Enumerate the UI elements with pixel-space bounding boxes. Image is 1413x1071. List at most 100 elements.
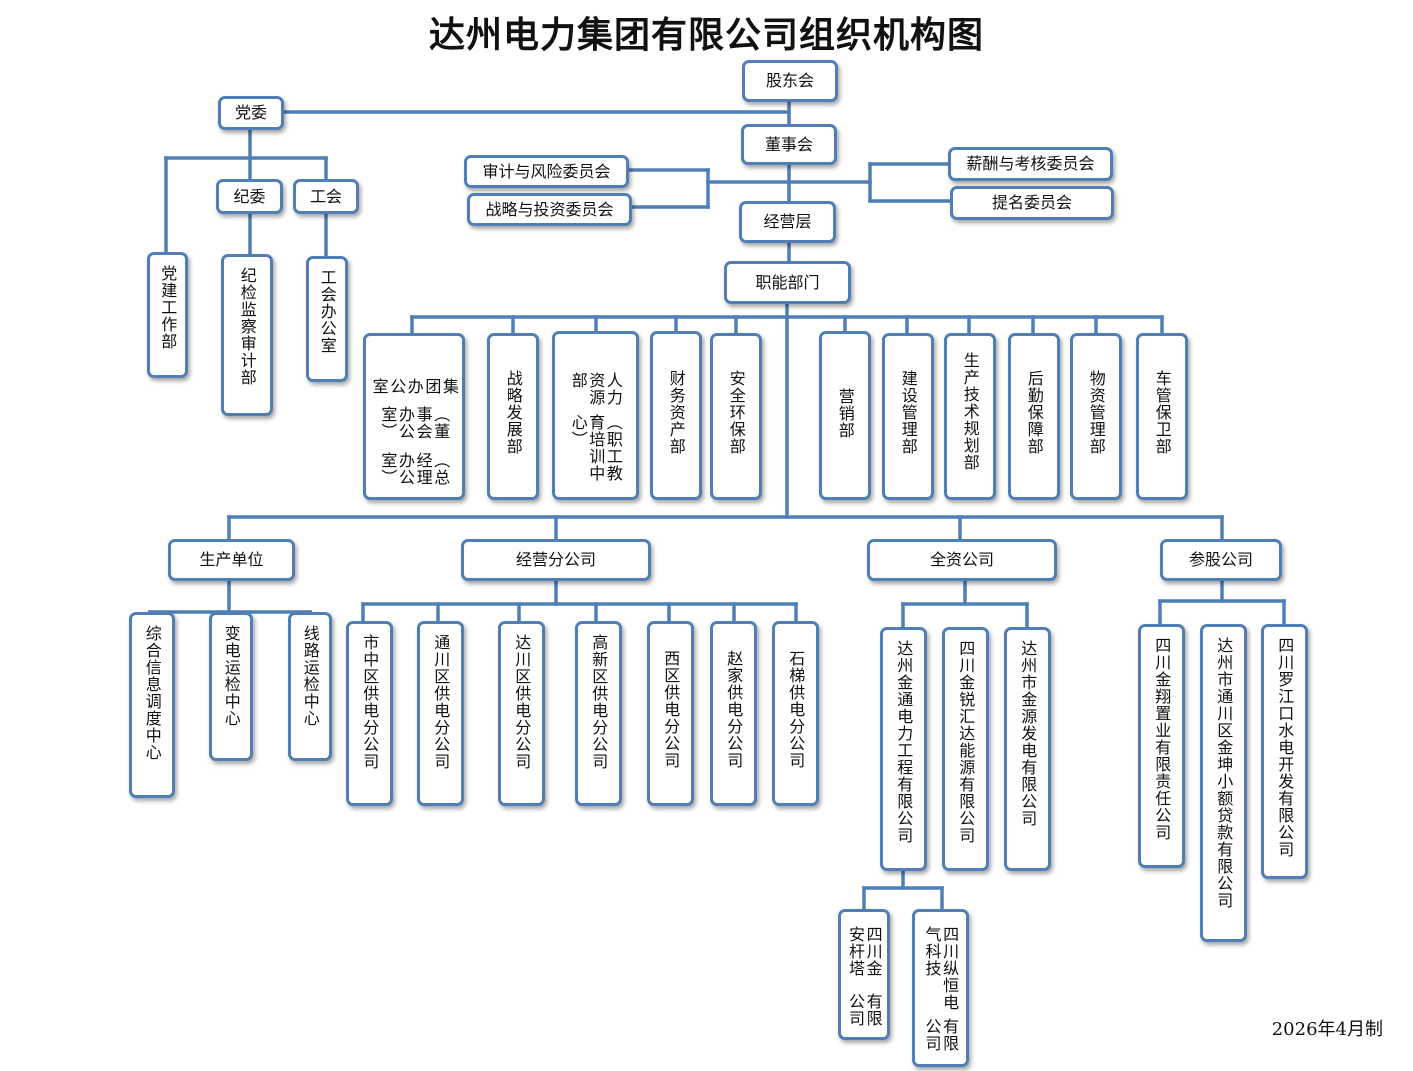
functional-departments-box: 职能部门 [724, 261, 851, 304]
zongheng-company-label-b: 有限公司 [922, 1018, 960, 1052]
footer-date: 2026年4月制 [1271, 1019, 1383, 1040]
jinrui-company-label: 四川金锐汇达能源有限公司 [956, 640, 976, 844]
operating-branches-box: 经营分公司 [461, 539, 651, 581]
discipline-committee-label: 纪委 [233, 186, 266, 206]
party-building-dept-box: 党建工作部 [147, 252, 188, 378]
strategy-investment-committee-label: 战略与投资委员会 [485, 199, 614, 219]
strategy-dept-label: 战略发展部 [503, 370, 523, 455]
shizhong-branch-box: 市中区供电分公司 [346, 621, 393, 806]
discipline-audit-dept-box: 纪检监察审计部 [221, 254, 273, 416]
jinan-company-label-b: 有限公司 [846, 992, 883, 1027]
luojiang-company-box: 四川罗江口水电开发有限公司 [1261, 624, 1308, 879]
union-office-box: 工会办公室 [306, 256, 348, 382]
operating-branches-label: 经营分公司 [515, 550, 596, 570]
dachuan-branch-box: 达川区供电分公司 [498, 621, 545, 806]
compensation-committee-label: 薪酬与考核委员会 [966, 154, 1095, 174]
management-label: 经营层 [763, 212, 812, 232]
jinrui-company-box: 四川金锐汇达能源有限公司 [942, 627, 989, 871]
board-office-label: （董事会办公室） [378, 406, 451, 441]
trade-union-box: 工会 [293, 179, 359, 214]
kunxiao-company-box: 达州市通川区金坤小额贷款有限公司 [1200, 624, 1247, 942]
line-center-label: 线路运检中心 [300, 625, 320, 727]
shareholders-meeting-box: 股东会 [742, 60, 838, 102]
vehicle-security-dept-box: 车管保卫部 [1136, 333, 1188, 500]
xiqu-branch-label: 西区供电分公司 [661, 650, 681, 769]
finance-dept-box: 财务资产部 [650, 331, 702, 500]
marketing-dept-label: 营销部 [835, 388, 855, 439]
party-committee-label: 党委 [234, 103, 267, 123]
wholly-owned-companies-label: 全资公司 [929, 550, 994, 570]
gm-office-label: （总经理办公室） [378, 451, 451, 486]
board-of-directors-box: 董事会 [741, 124, 837, 165]
safety-dept-box: 安全环保部 [710, 333, 762, 500]
wholly-owned-companies-box: 全资公司 [867, 539, 1057, 581]
jinan-company-box: 四川金安杆塔 有限公司 [838, 909, 890, 1040]
substation-center-box: 变电运检中心 [209, 612, 253, 761]
compensation-committee-box: 薪酬与考核委员会 [948, 147, 1113, 181]
hr-dept-box: 人力资源部 （职工教育培训中心） [552, 331, 639, 500]
construction-dept-label: 建设管理部 [898, 370, 918, 455]
tongchuan-branch-label: 通川区供电分公司 [431, 634, 451, 770]
production-units-label: 生产单位 [199, 550, 264, 570]
trade-union-label: 工会 [309, 186, 342, 206]
party-building-dept-label: 党建工作部 [158, 265, 178, 350]
nomination-committee-label: 提名委员会 [991, 193, 1072, 213]
jintong-company-box: 达州金通电力工程有限公司 [880, 627, 927, 871]
audit-risk-committee-label: 审计与风险委员会 [482, 161, 611, 181]
jinxiang-company-box: 四川金翔置业有限责任公司 [1138, 624, 1185, 868]
discipline-committee-box: 纪委 [216, 179, 283, 214]
strategy-investment-committee-box: 战略与投资委员会 [467, 193, 632, 226]
line-center-box: 线路运检中心 [288, 612, 332, 761]
union-office-label: 工会办公室 [317, 269, 337, 354]
materials-dept-box: 物资管理部 [1070, 333, 1122, 500]
finance-dept-label: 财务资产部 [666, 370, 686, 455]
logistics-dept-box: 后勤保障部 [1008, 333, 1060, 500]
production-planning-dept-label: 生产技术规划部 [960, 352, 980, 471]
marketing-dept-box: 营销部 [819, 331, 871, 500]
kunxiao-company-label: 达州市通川区金坤小额贷款有限公司 [1214, 637, 1234, 909]
tongchuan-branch-box: 通川区供电分公司 [417, 621, 464, 806]
substation-center-label: 变电运检中心 [221, 625, 241, 727]
strategy-dept-box: 战略发展部 [487, 333, 539, 500]
management-box: 经营层 [739, 201, 836, 243]
dispatch-center-label: 综合信息调度中心 [142, 625, 162, 761]
nomination-committee-box: 提名委员会 [950, 186, 1114, 220]
xiqu-branch-box: 西区供电分公司 [647, 621, 694, 806]
party-committee-box: 党委 [218, 96, 284, 130]
shiti-branch-label: 石梯供电分公司 [786, 650, 806, 769]
dachuan-branch-label: 达川区供电分公司 [512, 634, 532, 770]
jinan-company-label-a: 四川金安杆塔 [846, 926, 883, 977]
board-of-directors-label: 董事会 [764, 134, 813, 154]
hr-dept-label: 人力资源部 [568, 372, 623, 406]
audit-risk-committee-box: 审计与风险委员会 [464, 155, 629, 188]
jinyuan-company-box: 达州市金源发电有限公司 [1004, 627, 1051, 871]
dispatch-center-box: 综合信息调度中心 [129, 612, 175, 798]
training-center-label: （职工教育培训中心） [568, 413, 623, 482]
jinyuan-company-label: 达州市金源发电有限公司 [1018, 640, 1038, 827]
materials-dept-label: 物资管理部 [1086, 370, 1106, 455]
group-office-box: 集团办公室 （董事会办公室） （总经理办公室） [363, 333, 465, 500]
gaoxin-branch-label: 高新区供电分公司 [589, 634, 609, 770]
shareholding-companies-label: 参股公司 [1188, 550, 1253, 570]
discipline-audit-dept-label: 纪检监察审计部 [237, 267, 257, 386]
shareholding-companies-box: 参股公司 [1160, 539, 1282, 581]
shizhong-branch-label: 市中区供电分公司 [360, 634, 380, 770]
zhaojia-branch-box: 赵家供电分公司 [710, 621, 757, 806]
jinxiang-company-label: 四川金翔置业有限责任公司 [1152, 637, 1172, 841]
production-planning-dept-box: 生产技术规划部 [944, 333, 996, 500]
group-office-label: 集团办公室 [369, 378, 459, 395]
page-title: 达州电力集团有限公司组织机构图 [428, 14, 984, 56]
production-units-box: 生产单位 [168, 539, 295, 581]
shareholders-meeting-label: 股东会 [765, 71, 814, 91]
safety-dept-label: 安全环保部 [726, 370, 746, 455]
logistics-dept-label: 后勤保障部 [1024, 370, 1044, 455]
gaoxin-branch-box: 高新区供电分公司 [575, 621, 622, 806]
jintong-company-label: 达州金通电力工程有限公司 [894, 640, 914, 844]
luojiang-company-label: 四川罗江口水电开发有限公司 [1275, 637, 1295, 858]
zongheng-company-label-a: 四川纵恒电气科技 [922, 926, 960, 1011]
functional-departments-label: 职能部门 [755, 272, 820, 292]
shiti-branch-box: 石梯供电分公司 [772, 621, 819, 806]
construction-dept-box: 建设管理部 [882, 333, 934, 500]
vehicle-security-dept-label: 车管保卫部 [1152, 370, 1172, 455]
